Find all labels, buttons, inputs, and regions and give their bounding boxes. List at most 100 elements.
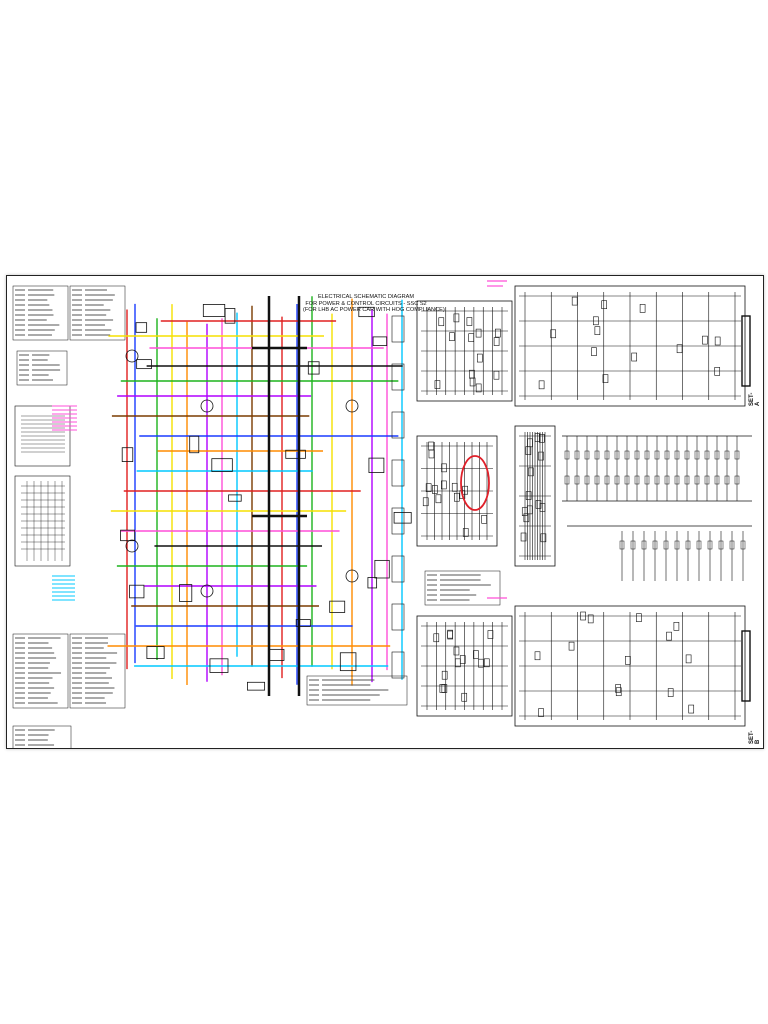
relay-coil <box>602 374 609 383</box>
relay-coil <box>453 313 460 323</box>
relay-coil <box>449 332 455 341</box>
relay-coil <box>631 352 638 362</box>
title-line-1: ELECTRICAL SCHEMATIC DIAGRAM <box>317 294 415 300</box>
component-box <box>224 308 236 324</box>
terminal-strip <box>391 315 405 343</box>
relay-contact <box>594 450 600 460</box>
relay-contact <box>634 475 640 485</box>
relay-coil <box>550 329 557 339</box>
legend-table-safety <box>16 350 68 386</box>
relay-coil <box>453 646 460 656</box>
relay-coil <box>594 326 601 335</box>
component-box <box>374 559 390 579</box>
component-box <box>129 584 145 599</box>
relay-coil <box>495 328 501 338</box>
relay-coil <box>469 377 476 387</box>
relay-coil <box>475 328 482 338</box>
relay-contact <box>740 540 746 550</box>
relay-contact <box>664 475 670 485</box>
set-b-label: SET-B <box>749 730 761 744</box>
component-box <box>393 512 412 524</box>
relay-coil <box>639 304 646 313</box>
component-box <box>121 447 134 462</box>
relay-coil <box>534 433 541 442</box>
relay-coil <box>473 650 479 659</box>
relay-coil <box>432 485 438 494</box>
relay-contact <box>654 450 660 460</box>
schematic-sheet: ELECTRICAL SCHEMATIC DIAGRAM FOR POWER &… <box>6 275 764 749</box>
relay-contact <box>564 475 570 485</box>
relay-coil <box>428 449 435 459</box>
relay-contact <box>694 450 700 460</box>
motor-symbol <box>345 569 359 583</box>
relay-contact <box>664 450 670 460</box>
relay-contact <box>624 450 630 460</box>
component-box <box>179 584 193 602</box>
relay-contact <box>564 450 570 460</box>
diagram-title: ELECTRICAL SCHEMATIC DIAGRAM FOR POWER &… <box>303 294 445 314</box>
relay-coil <box>447 629 453 639</box>
relay-coil <box>459 655 466 664</box>
relay-coil <box>441 463 447 473</box>
relay-coil <box>615 687 622 697</box>
relay-coil <box>593 316 599 326</box>
component-box <box>247 681 266 691</box>
relay-coil <box>441 670 448 680</box>
component-box <box>189 435 200 454</box>
relay-coil <box>521 507 528 516</box>
terminal-strip <box>391 411 405 439</box>
relay-contact <box>714 475 720 485</box>
relay-coil <box>568 641 575 651</box>
motor-symbol <box>200 584 214 598</box>
set-b-terminal <box>741 630 751 702</box>
relay-contact <box>714 450 720 460</box>
component-box <box>372 336 388 346</box>
component-box <box>228 494 242 502</box>
relay-contact <box>654 475 660 485</box>
relay-contact <box>630 540 636 550</box>
relay-coil <box>685 654 692 664</box>
terminal-strip <box>391 603 405 631</box>
relay-contact <box>674 540 680 550</box>
legend-table-transformers <box>12 725 72 748</box>
terminal-strip <box>391 651 405 679</box>
terminal-strip <box>391 555 405 583</box>
relay-contact <box>634 450 640 460</box>
relay-contact <box>614 475 620 485</box>
relay-coil <box>538 434 545 443</box>
component-box <box>358 306 375 318</box>
relay-contact <box>624 475 630 485</box>
relay-coil <box>667 688 674 697</box>
relay-coil <box>636 613 642 622</box>
component-box <box>295 619 311 627</box>
component-box <box>339 652 357 672</box>
relay-contact <box>644 475 650 485</box>
component-box <box>285 449 306 459</box>
relay-coil <box>447 630 453 640</box>
relay-coil <box>538 380 545 390</box>
relay-contact <box>574 450 580 460</box>
component-box <box>211 458 233 472</box>
relay-coil <box>587 614 594 624</box>
relay-coil <box>487 630 494 639</box>
relay-coil <box>441 480 447 490</box>
relay-contact <box>724 475 730 485</box>
relay-coil <box>433 633 440 643</box>
relay-contact <box>734 475 740 485</box>
legend-table-contactors <box>12 633 69 709</box>
relay-coil <box>454 492 460 502</box>
relay-coil <box>483 658 490 668</box>
relay-contact <box>584 450 590 460</box>
relay-coil <box>468 333 474 342</box>
relay-coil <box>625 656 631 665</box>
relay-contact <box>674 450 680 460</box>
relay-coil <box>526 505 533 515</box>
relay-contact <box>729 540 735 550</box>
relay-coil <box>475 383 482 393</box>
component-box <box>329 600 346 613</box>
relay-coil <box>539 503 546 512</box>
relay-coil <box>422 497 429 507</box>
terminal-strip <box>391 459 405 487</box>
relay-contact <box>619 540 625 550</box>
relay-contact <box>704 475 710 485</box>
